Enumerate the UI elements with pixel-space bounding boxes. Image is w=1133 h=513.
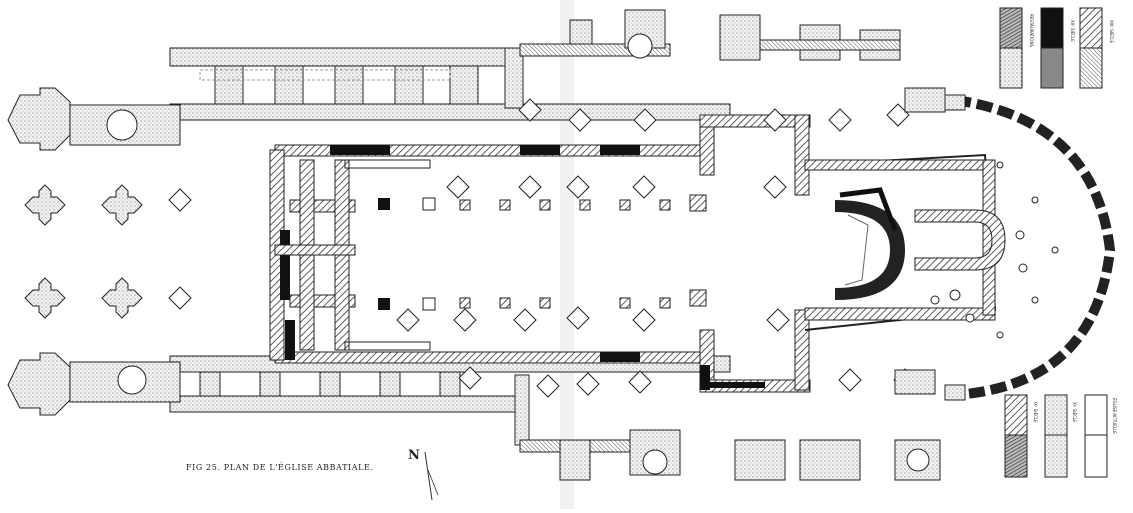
south-aisle	[169, 355, 941, 481]
nave-walls	[269, 114, 811, 393]
western-porch	[7, 87, 192, 416]
nave-piers	[378, 98, 917, 398]
legend-label-restaurations: RESTAURATIONS	[1029, 14, 1034, 47]
legend-swatch-xi	[1044, 394, 1068, 436]
legend-label-xi: XIᵉ SIÈCLE	[1072, 402, 1077, 423]
page-fold	[560, 0, 574, 509]
legend-swatch-actuelle	[1084, 394, 1108, 436]
legend-swatch-ix	[1004, 394, 1028, 436]
legend-swatch-xii	[1040, 7, 1064, 49]
north-label: N	[408, 448, 420, 463]
north-aisle	[169, 9, 901, 121]
legend-swatch-restaurations	[999, 7, 1023, 49]
legend-label-xii: XIIᵉ SIÈCLE	[1070, 20, 1075, 42]
choir	[804, 153, 1006, 331]
legend-top: RESTAURATIONS XIIᵉ SIÈCLE XIIIᵉ SIÈCLE	[999, 7, 1114, 89]
legend-swatch-xiii	[1079, 7, 1103, 49]
legend-label-ix: IXᵉ SIÈCLE	[1033, 402, 1038, 423]
legend-bottom: IXᵉ SIÈCLE XIᵉ SIÈCLE ÉGLISE ACTUELLE	[1004, 394, 1117, 478]
western-bays	[274, 159, 431, 351]
legend-label-actuelle: ÉGLISE ACTUELLE	[1112, 398, 1117, 434]
legend-label-xiii: XIIIᵉ SIÈCLE	[1109, 20, 1114, 43]
figure-caption: FIG 25. PLAN DE L'ÉGLISE ABBATIALE.	[186, 463, 374, 472]
north-arrow	[424, 451, 439, 501]
chevet	[894, 87, 1116, 401]
